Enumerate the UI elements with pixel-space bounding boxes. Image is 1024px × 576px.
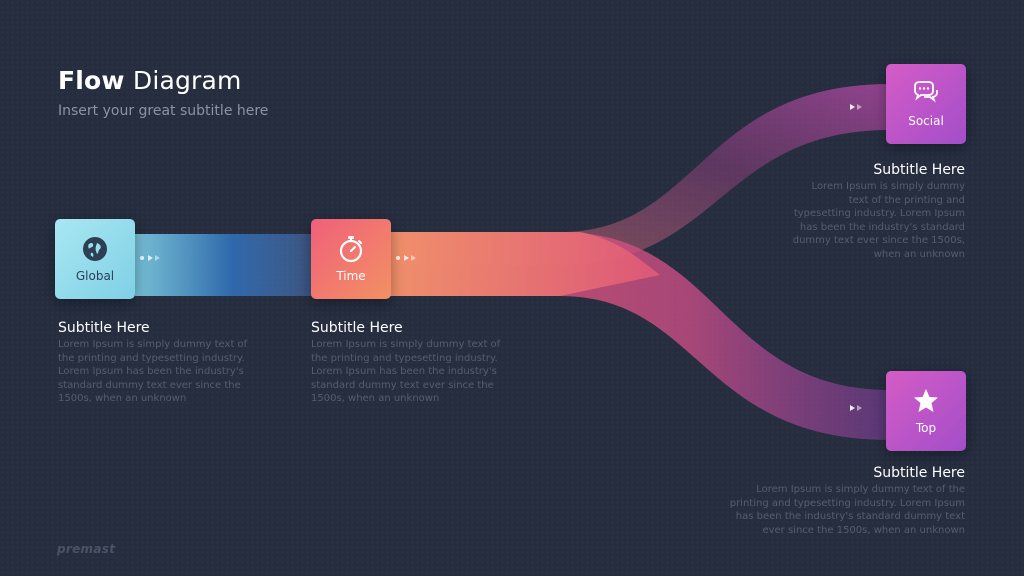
ribbon-time-to-social [390, 84, 890, 265]
chat-bubbles-icon [914, 81, 938, 103]
node-top: Top [886, 371, 966, 451]
block-social-heading: Subtitle Here [873, 162, 965, 178]
star-icon [914, 389, 938, 412]
block-top-body: Lorem Ipsum is simply dummy text of the … [729, 484, 965, 536]
page-subtitle: Insert your great subtitle here [58, 103, 269, 119]
stopwatch-icon [339, 236, 363, 263]
arrow-dots-time [396, 255, 416, 261]
block-time-heading: Subtitle Here [311, 320, 403, 336]
globe-icon [83, 237, 107, 261]
arrow-dots-top [850, 405, 862, 411]
node-time: Time [311, 219, 391, 299]
brand-logo: premast [57, 542, 116, 556]
node-social-label: Social [908, 114, 944, 128]
node-time-label: Time [336, 269, 366, 283]
page-title: Flow Diagram [58, 66, 242, 95]
block-top-heading: Subtitle Here [873, 465, 965, 481]
block-time-body: Lorem Ipsum is simply dummy text of the … [311, 339, 501, 404]
ribbon-time-core [390, 232, 660, 296]
arrow-dots-global [140, 255, 160, 261]
node-global-label: Global [75, 269, 115, 283]
block-global-heading: Subtitle Here [58, 320, 150, 336]
node-top-label: Top [915, 421, 937, 435]
block-social-body: Lorem Ipsum is simply dummy text of the … [792, 181, 965, 260]
node-social: Social [886, 64, 966, 144]
ribbon-global-to-time [135, 234, 312, 296]
arrow-dots-social [850, 104, 862, 110]
node-global: Global [55, 219, 135, 299]
block-global-body: Lorem Ipsum is simply dummy text of the … [58, 339, 248, 404]
